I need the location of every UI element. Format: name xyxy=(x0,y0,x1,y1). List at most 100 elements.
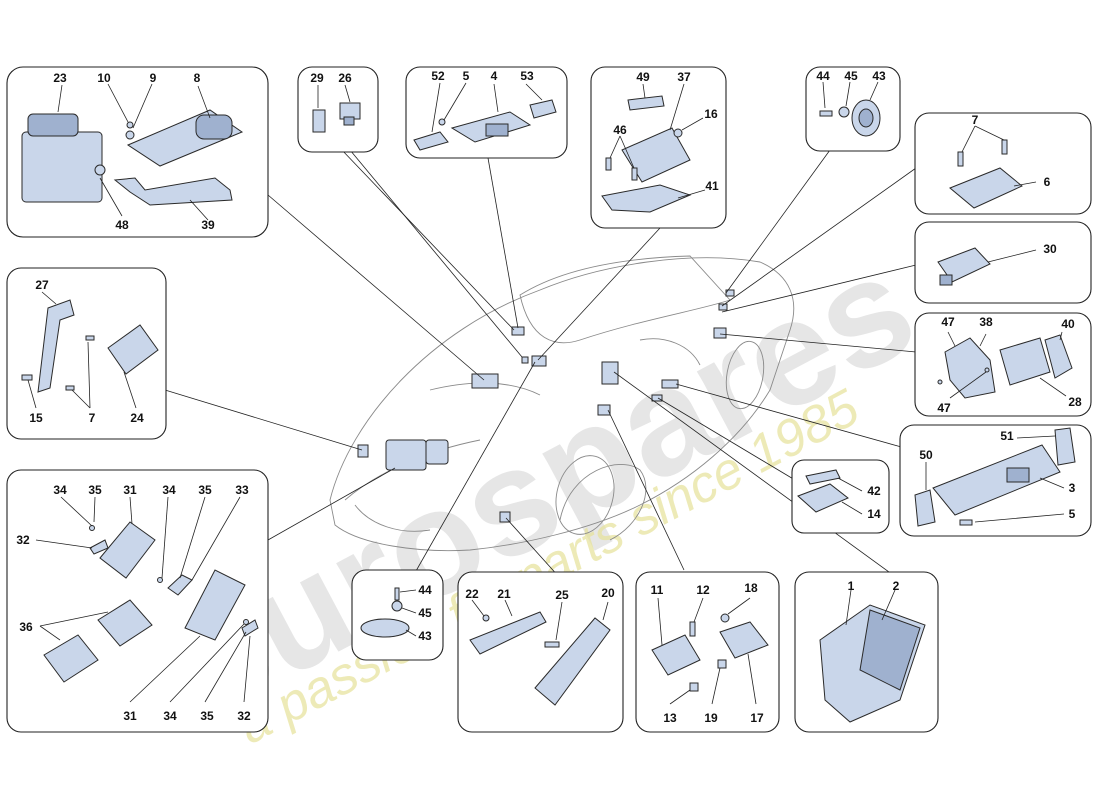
ecu-on-car xyxy=(385,439,427,471)
label-31-b: 31 xyxy=(123,709,137,723)
label-1: 1 xyxy=(848,579,855,593)
bracket-41 xyxy=(601,184,692,213)
label-6: 6 xyxy=(1044,175,1051,189)
screw-5 xyxy=(438,118,446,126)
module-20 xyxy=(534,617,611,706)
label-50: 50 xyxy=(919,448,933,462)
screw-46a xyxy=(605,157,612,171)
washer-45 xyxy=(838,106,850,118)
panel-1: 23 10 9 8 48 39 xyxy=(6,66,269,238)
label-26: 26 xyxy=(338,71,352,85)
washer-10 xyxy=(126,121,134,129)
clip-32-upper xyxy=(89,539,109,555)
label-28: 28 xyxy=(1068,395,1082,409)
relay-on-car xyxy=(597,404,611,416)
module-on-car-front xyxy=(471,373,499,389)
label-51: 51 xyxy=(1000,429,1014,443)
screw-12 xyxy=(689,621,696,637)
label-38: 38 xyxy=(979,315,993,329)
ecu-on-car-2 xyxy=(425,439,449,465)
panel-11: 34 35 31 34 35 33 32 36 31 34 35 32 xyxy=(6,469,269,733)
label-43-p12: 43 xyxy=(418,629,432,643)
label-47: 47 xyxy=(941,315,955,329)
label-29: 29 xyxy=(310,71,324,85)
label-34-c: 34 xyxy=(163,709,177,723)
label-4: 4 xyxy=(491,69,498,83)
screw-5-p9 xyxy=(959,519,973,526)
bracket-52 xyxy=(413,131,449,151)
label-42: 42 xyxy=(867,484,881,498)
label-46: 46 xyxy=(613,123,627,137)
bracket-39 xyxy=(113,177,233,206)
bracket-51 xyxy=(1054,427,1076,466)
label-7-p10: 7 xyxy=(89,411,96,425)
label-40: 40 xyxy=(1061,317,1075,331)
bracket-50 xyxy=(914,489,936,527)
bracket-27 xyxy=(37,299,75,393)
label-10: 10 xyxy=(97,71,111,85)
switch-on-car xyxy=(521,356,529,364)
label-33: 33 xyxy=(235,483,249,497)
bracket-49 xyxy=(627,95,665,111)
speaker-43-p12 xyxy=(360,618,410,638)
nut-9 xyxy=(125,130,135,140)
fuse-box-2 xyxy=(859,609,921,691)
label-45: 45 xyxy=(844,69,858,83)
label-32-b: 32 xyxy=(237,709,251,723)
clip-22 xyxy=(482,614,490,622)
washer-45-p12 xyxy=(391,600,403,612)
panel-15: 1 2 xyxy=(794,571,939,733)
screw-7b xyxy=(1001,139,1008,155)
label-35-b: 35 xyxy=(198,483,212,497)
label-34-a: 34 xyxy=(53,483,67,497)
label-19: 19 xyxy=(704,711,718,725)
label-5: 5 xyxy=(463,69,470,83)
nut-13 xyxy=(689,682,699,692)
tpms-on-car xyxy=(718,303,728,311)
airbag-on-car xyxy=(531,355,547,367)
label-2: 2 xyxy=(893,579,900,593)
label-35-a: 35 xyxy=(88,483,102,497)
clip-47b xyxy=(984,367,990,373)
ecu-module-23 xyxy=(21,131,103,203)
module-on-car-dash xyxy=(511,326,525,336)
screw-46b xyxy=(631,167,638,181)
switch-29 xyxy=(312,109,326,133)
bolt-34-c xyxy=(243,619,249,625)
module-14 xyxy=(797,483,849,513)
bracket-53 xyxy=(529,99,557,119)
label-13: 13 xyxy=(663,711,677,725)
label-34-b: 34 xyxy=(162,483,176,497)
screw-44-p12 xyxy=(394,587,400,601)
panel-13: 22 21 25 20 xyxy=(457,571,624,733)
bracket-40 xyxy=(1044,334,1073,379)
label-48: 48 xyxy=(115,218,129,232)
panel-16: 42 14 xyxy=(791,459,890,534)
label-3: 3 xyxy=(1069,481,1076,495)
module-11 xyxy=(651,634,701,676)
label-14: 14 xyxy=(867,507,881,521)
screw-7-p10a xyxy=(85,335,95,341)
label-52: 52 xyxy=(431,69,445,83)
gateway-on-car xyxy=(661,379,679,389)
panel-14: 11 12 18 13 19 17 xyxy=(635,571,780,733)
bolt-34-a xyxy=(89,525,95,531)
label-44-p12: 44 xyxy=(418,583,432,597)
panel-2: 29 26 xyxy=(297,66,379,153)
ecu-connector-23 xyxy=(27,113,79,137)
label-12: 12 xyxy=(696,583,710,597)
car-outline xyxy=(329,255,795,552)
label-15: 15 xyxy=(29,411,43,425)
panel-5: 44 45 43 xyxy=(805,66,901,152)
module-17 xyxy=(719,621,769,659)
label-21: 21 xyxy=(497,587,511,601)
label-11: 11 xyxy=(651,583,664,597)
panel-8: 47 38 40 47 28 xyxy=(914,312,1092,417)
label-5-p9: 5 xyxy=(1069,507,1076,521)
label-43: 43 xyxy=(872,69,886,83)
bracket-on-car xyxy=(357,444,369,458)
panel-4: 49 37 46 16 41 xyxy=(590,66,727,229)
label-23: 23 xyxy=(53,71,67,85)
label-8: 8 xyxy=(194,71,201,85)
